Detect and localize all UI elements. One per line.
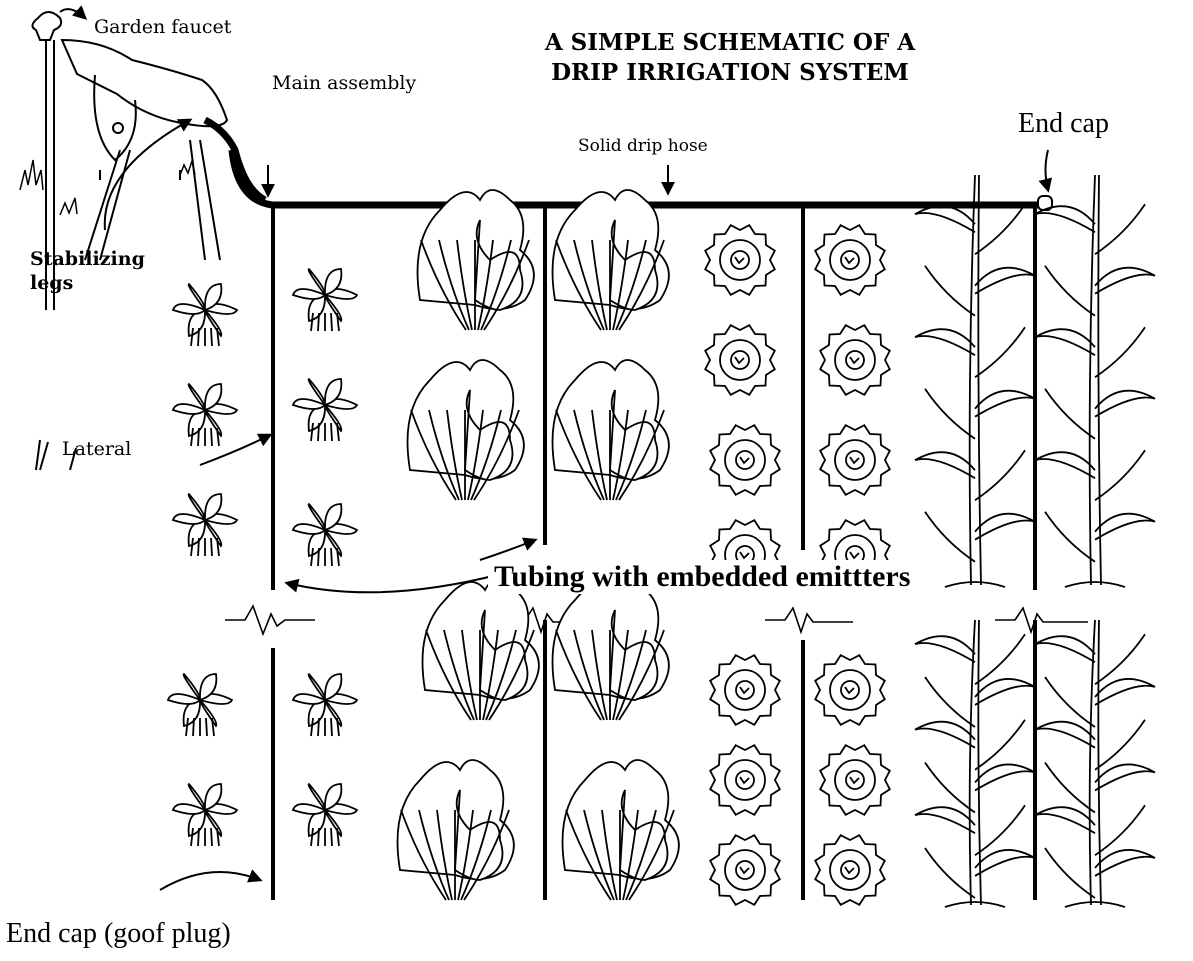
pepper-plant (168, 674, 232, 736)
lettuce-head (815, 655, 885, 725)
stabilizing-legs-label-1: Stabilizing (30, 250, 145, 269)
title-line-1: A SIMPLE SCHEMATIC OF A (470, 28, 990, 58)
diagram-title: A SIMPLE SCHEMATIC OF A DRIP IRRIGATION … (470, 28, 990, 88)
pepper-plant (293, 379, 357, 441)
corn-stalk (915, 620, 1035, 907)
lettuce-head (710, 425, 780, 495)
pepper-plant (293, 504, 357, 566)
chard-plant (553, 190, 669, 330)
corn-stalk (1035, 620, 1155, 907)
garden-faucet-label: Garden faucet (94, 18, 231, 37)
end-cap-top-label: End cap (1018, 110, 1109, 138)
chard-plant (553, 360, 669, 500)
chard-plant (398, 760, 514, 900)
lettuce-head (705, 325, 775, 395)
pepper-plant (293, 674, 357, 736)
pepper-plant (293, 269, 357, 331)
chard-plant (553, 580, 669, 720)
lettuce-head (710, 745, 780, 815)
chard-plant (408, 360, 524, 500)
pepper-plant (173, 784, 237, 846)
pepper-plant (173, 494, 237, 556)
pepper-plant (173, 384, 237, 446)
pepper-plant (293, 784, 357, 846)
main-assembly-label: Main assembly (272, 74, 416, 93)
lettuce-head (815, 835, 885, 905)
chard-plants (398, 190, 679, 900)
chard-plant (423, 580, 539, 720)
garden-faucet-icon (32, 12, 76, 470)
lettuce-head (710, 655, 780, 725)
title-line-2: DRIP IRRIGATION SYSTEM (470, 58, 990, 88)
lettuce-head (815, 225, 885, 295)
lettuce-head (705, 225, 775, 295)
lettuce-head (820, 745, 890, 815)
lettuce-head (820, 325, 890, 395)
pepper-plants (168, 269, 357, 846)
lateral-label: Lateral (62, 440, 131, 459)
chard-plant (563, 760, 679, 900)
solid-drip-hose-label: Solid drip hose (578, 138, 708, 155)
chard-plant (418, 190, 534, 330)
end-cap-bottom-label: End cap (goof plug) (6, 920, 231, 948)
corn-stalk (1035, 175, 1155, 587)
corn-stalk (915, 175, 1035, 587)
lettuce-head (710, 835, 780, 905)
tubing-emitters-label: Tubing with embedded emittters (488, 560, 916, 594)
stabilizing-legs-label-2: legs (30, 274, 73, 293)
lettuce-head (820, 425, 890, 495)
pepper-plant (173, 284, 237, 346)
